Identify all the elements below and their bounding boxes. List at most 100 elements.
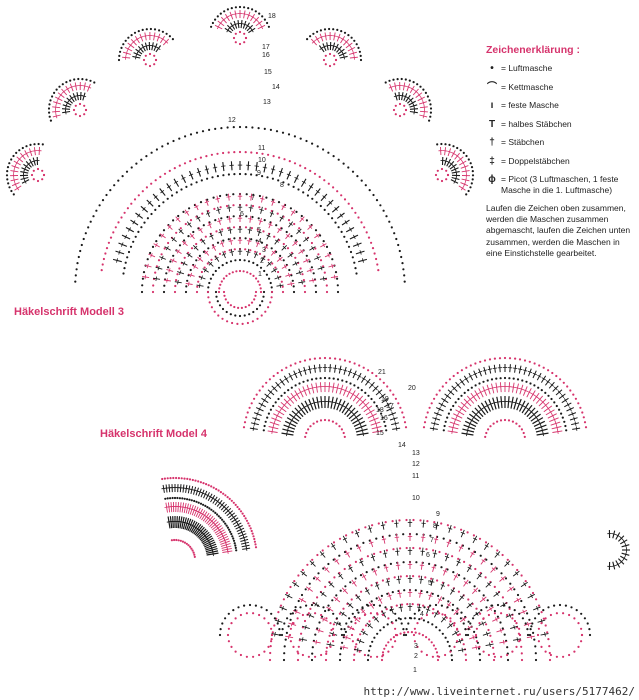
stitch-bar — [187, 222, 192, 226]
chain-stitch-dot — [168, 169, 171, 172]
chain-stitch-dot — [445, 178, 448, 181]
stitch-bar — [131, 40, 136, 44]
chain-stitch-dot — [273, 624, 276, 627]
chain-stitch-dot — [384, 606, 387, 609]
chain-stitch-dot — [526, 628, 529, 631]
chain-stitch-dot — [48, 115, 51, 118]
legend-item-label: = feste Masche — [501, 100, 559, 111]
chain-stitch-dot — [475, 640, 478, 643]
stitch-mark — [356, 432, 369, 436]
stitch-mark — [298, 388, 304, 398]
chain-stitch-dot — [415, 561, 418, 564]
chain-stitch-dot — [146, 217, 149, 220]
chain-stitch-dot — [431, 655, 434, 658]
stitch-mark — [184, 518, 190, 530]
chain-stitch-dot — [229, 260, 233, 263]
stitch-mark — [367, 413, 377, 419]
chain-stitch-dot — [200, 179, 203, 182]
chain-stitch-dot — [304, 167, 307, 170]
chain-stitch-dot — [331, 420, 334, 423]
chain-stitch-dot — [338, 537, 342, 540]
stitch-bar — [327, 253, 330, 258]
chain-stitch-dot — [310, 266, 313, 269]
chain-stitch-dot — [428, 406, 431, 409]
stitch-bar — [273, 268, 277, 273]
chain-stitch-dot — [251, 204, 255, 208]
chain-stitch-dot — [227, 640, 230, 643]
chain-stitch-dot — [343, 628, 346, 631]
stitch-mark — [187, 485, 191, 494]
chain-stitch-dot — [506, 653, 509, 657]
chain-stitch-dot — [252, 612, 255, 615]
chain-stitch-dot — [216, 513, 219, 516]
chain-stitch-dot — [470, 182, 473, 185]
chain-stitch-dot — [308, 358, 312, 361]
stitch-mark — [201, 511, 208, 521]
stitch-mark — [345, 550, 351, 558]
chain-stitch-dot — [404, 633, 408, 637]
stitch-bar — [481, 597, 486, 602]
chain-stitch-dot — [281, 290, 285, 294]
chain-stitch-dot — [448, 378, 451, 381]
stitch-mark — [240, 541, 250, 545]
chain-stitch-dot — [490, 640, 494, 643]
chain-stitch-dot — [258, 12, 261, 15]
round-number: 9 — [257, 170, 261, 177]
chain-stitch-dot — [391, 520, 394, 523]
stitch-mark — [366, 622, 373, 629]
stitch-bar — [321, 591, 325, 596]
stitch-mark — [508, 382, 511, 393]
chain-stitch-dot — [479, 554, 482, 557]
chain-stitch-dot — [343, 31, 347, 34]
chain-stitch-dot — [406, 603, 409, 606]
chain-stitch-dot — [423, 421, 427, 424]
chain-stitch-dot — [199, 156, 202, 159]
chain-stitch-dot — [349, 581, 352, 584]
chain-stitch-dot — [281, 131, 285, 134]
stitch-bar — [511, 386, 516, 388]
stitch-mark — [66, 97, 73, 104]
chain-stitch-dot — [305, 254, 308, 257]
chain-stitch-dot — [225, 193, 228, 196]
chain-stitch-dot — [393, 576, 396, 579]
stitch-bar — [566, 402, 570, 407]
stitch-bar — [277, 275, 280, 280]
chain-stitch-dot — [328, 357, 332, 360]
chain-stitch-dot — [466, 531, 469, 534]
chain-stitch-dot — [267, 306, 270, 309]
chain-stitch-dot — [270, 612, 273, 615]
chain-stitch-dot — [306, 194, 309, 197]
chain-stitch-dot — [233, 237, 236, 240]
chain-stitch-dot — [386, 385, 389, 388]
stitch-bar — [495, 617, 498, 622]
chain-stitch-dot — [553, 604, 556, 607]
chain-stitch-dot — [140, 158, 143, 161]
chain-stitch-dot — [506, 613, 509, 617]
stitch-mark — [549, 417, 559, 423]
stitch-bar — [300, 217, 305, 221]
stitch-mark — [218, 535, 229, 541]
stitch-bar — [308, 225, 313, 229]
chain-stitch-dot — [271, 198, 274, 201]
stitch-bar — [242, 13, 247, 15]
round-number: 17 — [386, 403, 394, 410]
chain-stitch-dot — [194, 479, 197, 482]
chain-stitch-dot — [319, 259, 323, 262]
chain-stitch-dot — [190, 247, 194, 250]
chain-stitch-dot — [321, 615, 324, 618]
stitch-mark — [447, 430, 458, 433]
stitch-bar — [204, 250, 209, 255]
stitch-mark — [419, 106, 428, 109]
chain-stitch-dot — [508, 357, 512, 360]
chain-stitch-dot — [560, 412, 563, 415]
chain-stitch-dot — [141, 277, 144, 280]
chain-stitch-dot — [158, 234, 161, 237]
chain-stitch-dot — [309, 35, 312, 38]
chain-stitch-dot — [248, 304, 251, 307]
chain-stitch-dot — [440, 142, 443, 146]
stitch-bar — [446, 603, 451, 607]
stitch-mark — [341, 219, 350, 226]
stitch-bar — [198, 228, 203, 232]
stitch-mark — [449, 421, 460, 426]
chain-stitch-dot — [277, 270, 280, 274]
